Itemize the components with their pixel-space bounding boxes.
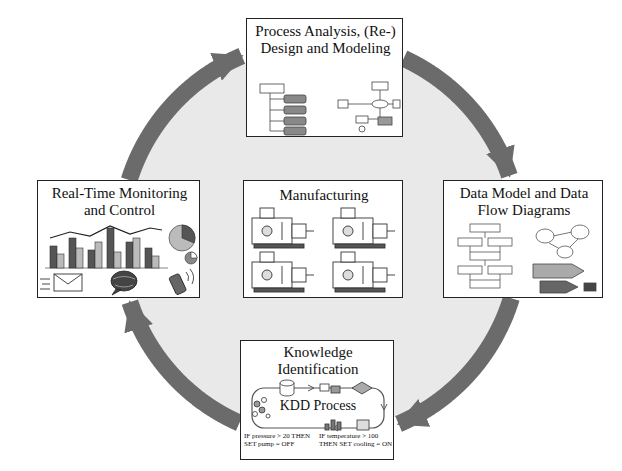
pie-chart-icon bbox=[169, 225, 197, 264]
box-title: Knowledge Identification bbox=[245, 344, 391, 378]
entity-diagram-icon bbox=[536, 225, 589, 258]
box-title: Manufacturing bbox=[248, 187, 400, 204]
arrow-shapes-icon bbox=[533, 264, 596, 293]
process-label: KDD Process bbox=[271, 398, 365, 414]
machine-sketch bbox=[333, 252, 395, 292]
box-title: Data Model and Data Flow Diagrams bbox=[452, 185, 596, 219]
cycle-arrow bbox=[404, 58, 510, 175]
bar-chart-icon bbox=[45, 226, 168, 268]
cycle-arrow bbox=[399, 298, 512, 424]
data-flow-chart-icon bbox=[458, 224, 512, 288]
rule-text: IF pressure > 20 THEN SET pump = OFF bbox=[244, 433, 317, 449]
cycle-arrow bbox=[130, 302, 240, 423]
org-chart-icon bbox=[260, 84, 306, 135]
machine-sketch bbox=[333, 208, 395, 248]
kdd-icons bbox=[253, 380, 373, 430]
rule-text: IF temperature > 100 THEN SET cooling = … bbox=[319, 433, 393, 449]
process-flow-icon bbox=[338, 82, 400, 132]
box-title: Process Analysis, (Re-) Design and Model… bbox=[251, 23, 400, 57]
machine-sketch bbox=[252, 208, 314, 248]
box-title: Real-Time Monitoring and Control bbox=[42, 185, 197, 219]
kdd-loop bbox=[252, 385, 387, 431]
speech-globe-icon bbox=[111, 271, 137, 295]
cycle-arrow bbox=[129, 56, 242, 180]
machine-sketch bbox=[252, 252, 314, 292]
phone-icon bbox=[169, 269, 194, 295]
envelope-icon bbox=[40, 274, 82, 291]
